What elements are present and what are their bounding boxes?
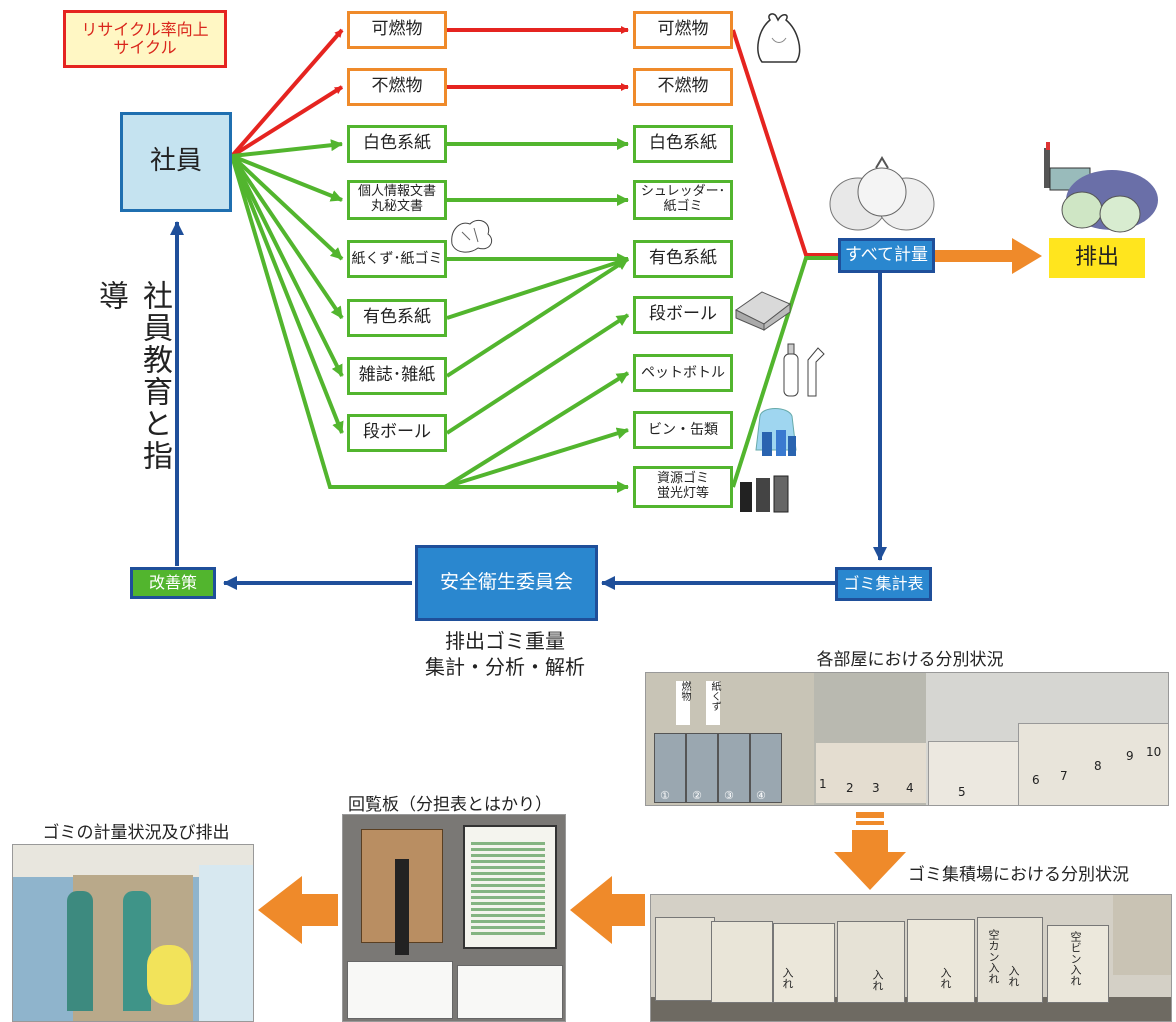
room-number-8: 8 [1094,759,1102,773]
caption-rooms: 各部屋における分別状況 [816,650,1004,670]
source-colored-paper: 有色系紙 [347,299,447,337]
source-personal-docs: 個人情報文書 丸秘文書 [347,180,447,220]
source-scrap-paper: 紙くず･紙ゴミ [347,240,447,278]
source-magazines: 雑誌･雑紙 [347,357,447,395]
source-white-paper: 白色系紙 [347,125,447,163]
left-arrow-1 [570,876,645,944]
room-number-7: 7 [1060,769,1068,783]
trash-bag-icon [757,13,801,63]
factory-waste-icon [1044,142,1158,233]
room-sign-2: 紙くず [706,681,720,725]
bin-label-3: 入れ [939,967,952,989]
room-number-9: 9 [1126,749,1134,763]
source-combustible: 可燃物 [347,11,447,49]
batteries-icon [740,475,789,513]
bin-number-4: ④ [756,789,766,802]
bin-number-1: ① [660,789,670,802]
collection-photo: 入れ 入れ 入れ 入れ 空カン入れ 空ビン入れ [650,894,1172,1022]
target-bottles-cans: ビン・缶類 [633,411,733,449]
garbage-bags-icon [829,156,935,231]
room-number-5: 5 [958,785,966,799]
room-number-6: 6 [1032,773,1040,787]
committee-note: 排出ゴミ重量 集計・分析・解析 [425,629,585,679]
room-number-1: 1 [819,777,827,791]
education-label: 社員教育と指導 [93,280,172,472]
legend-box: リサイクル率向上 サイクル [63,10,227,68]
source-noncombustible: 不燃物 [347,68,447,106]
employee-node: 社員 [120,112,232,212]
target-resources: 資源ゴミ 蛍光灯等 [633,466,733,508]
discharge-node: 排出 [1049,238,1145,278]
room-number-4: 4 [906,781,914,795]
left-arrow-2 [258,876,338,944]
bin-label-1: 入れ [781,967,794,989]
committee-node: 安全衛生委員会 [415,545,598,621]
bottles-cans-icon [755,408,797,456]
room-number-3: 3 [872,781,880,795]
room-number-2: 2 [846,781,854,795]
board-photo [342,814,566,1022]
target-cardboard: 段ボール [633,296,733,334]
caption-collection: ゴミ集積場における分別状況 [908,865,1129,885]
bin-label-2: 入れ [871,969,884,991]
tally-node: ゴミ集計表 [835,567,932,601]
discharge-arrow [935,238,1042,274]
rooms-photo: 燃物 紙くず ① ② ③ ④ 1 2 3 4 5 6 7 8 9 10 [645,672,1169,806]
measure-node: すべて計量 [838,238,935,273]
source-cardboard: 段ボール [347,414,447,452]
target-shredder: シュレッダー･ 紙ゴミ [633,180,733,220]
improve-node: 改善策 [130,567,216,599]
cardboard-icon [735,291,791,331]
bin-label-4: 入れ [1007,965,1020,987]
caption-weighing: ゴミの計量状況及び排出 [42,823,230,843]
arrow-employee-noncombustible [230,85,344,158]
room-number-10: 10 [1146,745,1162,759]
room-sign-1: 燃物 [676,681,690,725]
caption-board: 回覧板（分担表とはかり） [348,795,552,815]
target-noncombustible: 不燃物 [633,68,733,106]
paper-scrap-icon [451,219,493,253]
target-white-paper: 白色系紙 [633,125,733,163]
bin-label-6: 空ビン入れ [1069,931,1082,986]
bin-label-5: 空カン入れ [987,929,1000,984]
target-combustible: 可燃物 [633,11,733,49]
arrow-employee-combustible [230,28,344,158]
target-colored-paper: 有色系紙 [633,240,733,278]
pet-bottle-icon [783,343,825,397]
bin-number-2: ② [692,789,702,802]
target-pet-bottle: ペットボトル [633,354,733,392]
down-arrow [834,812,906,890]
bin-number-3: ③ [724,789,734,802]
weighing-photo [12,844,254,1022]
